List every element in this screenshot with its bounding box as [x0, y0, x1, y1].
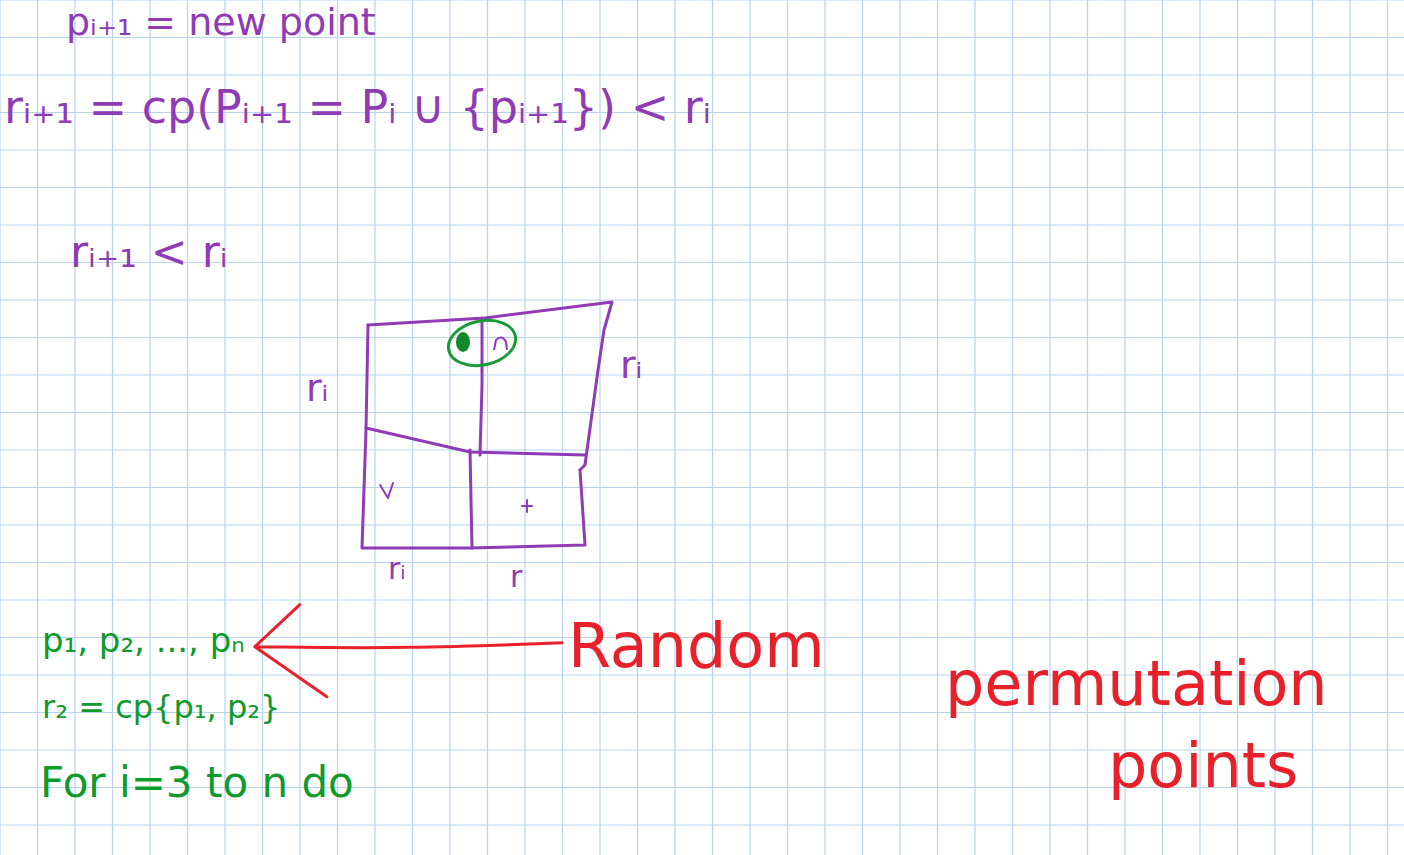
- algorithm-line: r₂ = cp{p₁, p₂}: [42, 690, 280, 725]
- point-circle: [444, 314, 520, 371]
- side-label: rᵢ: [306, 368, 328, 410]
- formula: rᵢ₊₁ < rᵢ: [70, 228, 228, 276]
- square-mid-vertical-bottom: [470, 450, 472, 548]
- annotation: permutation: [945, 650, 1328, 718]
- annotation: points: [1108, 732, 1298, 800]
- cell-mark: [522, 500, 532, 512]
- square-top-right: [368, 302, 612, 470]
- side-label: r: [510, 560, 522, 593]
- annotation: Random: [568, 612, 825, 680]
- square-grid-sketch: [362, 302, 612, 548]
- algorithm-line: p₁, p₂, ..., pₙ: [42, 622, 245, 659]
- square-outline: [362, 325, 585, 548]
- side-label: rᵢ: [388, 552, 406, 585]
- square-mid-vertical-top: [480, 318, 482, 455]
- side-label: rᵢ: [620, 345, 642, 387]
- note-line: pᵢ₊₁ = new point: [66, 2, 376, 44]
- square-mid-horizontal: [366, 428, 585, 455]
- pointer-arrow: [255, 605, 562, 697]
- formula: rᵢ₊₁ = cp(Pᵢ₊₁ = Pᵢ ∪ {pᵢ₊₁}) < rᵢ: [4, 82, 711, 133]
- cell-mark: [380, 483, 393, 498]
- algorithm-line: For i=3 to n do: [40, 760, 354, 806]
